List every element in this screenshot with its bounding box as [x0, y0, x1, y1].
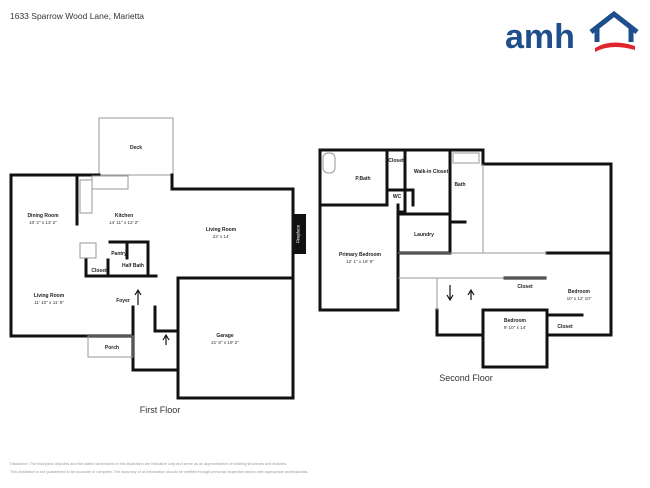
bath-tub-2	[452, 152, 480, 164]
porch-outline	[87, 335, 134, 358]
bathtub	[322, 152, 336, 174]
deck-label: Deck	[130, 145, 142, 151]
garage-label: Garage	[216, 333, 233, 339]
fireplace	[293, 214, 306, 254]
bedroom-center-dims: 9' 10" x 14'	[504, 325, 526, 330]
fireplace-label: Fireplace	[296, 224, 301, 243]
swoosh-icon	[595, 42, 635, 52]
second-floor-plan: P.Bath Closet Walk-in Closet WC Bath Lau…	[318, 148, 613, 383]
amh-logo: amh	[505, 10, 639, 54]
bath-label: Bath	[454, 182, 465, 188]
garage-dims: 21' 8" x 19' 2"	[211, 340, 239, 345]
foyer-label: Foyer	[116, 298, 130, 304]
disclaimer-line-2: This illustration is not guaranteed to b…	[10, 470, 309, 474]
stair-arrows	[134, 288, 170, 345]
pbath-label: P.Bath	[355, 176, 370, 182]
hall-outline	[398, 164, 547, 310]
property-address: 1633 Sparrow Wood Lane, Marietta	[10, 11, 145, 21]
first-floor-plan: Fireplace Deck Dining Room 10' 2" x 13' …	[9, 117, 306, 415]
logo-text: amh	[505, 18, 575, 54]
living-room-dims: 23' x 14'	[213, 234, 230, 239]
first-floor-title: First Floor	[140, 405, 181, 415]
porch-label: Porch	[105, 345, 119, 351]
laundry-label: Laundry	[414, 232, 434, 238]
front-living-room-label: Living Room	[34, 293, 65, 299]
closet-center-label: Closet	[517, 284, 533, 290]
pantry-label: Pantry	[111, 251, 127, 257]
front-living-room-dims: 11' 10" x 11' 9"	[34, 300, 64, 305]
dining-room-label: Dining Room	[27, 213, 59, 219]
kitchen-counter	[91, 175, 129, 190]
primary-bedroom-label: Primary Bedroom	[339, 252, 382, 258]
walkin-closet-label: Walk-in Closet	[414, 169, 449, 175]
deck-outline	[98, 117, 174, 176]
bedroom-right-label: Bedroom	[568, 289, 591, 295]
dining-room-dims: 10' 2" x 13' 2"	[29, 220, 57, 225]
second-floor-title: Second Floor	[439, 373, 493, 383]
living-room-label: Living Room	[206, 227, 237, 233]
half-bath-label: Half Bath	[122, 263, 144, 269]
kitchen-label: Kitchen	[115, 213, 133, 219]
first-floor-walls	[9, 173, 295, 400]
disclaimer-line-1: Disclaimer: The floorplans depicted and …	[10, 462, 288, 466]
closet-right-label: Closet	[557, 324, 573, 330]
bedroom-right-dims: 10' x 12' 10"	[567, 296, 592, 301]
stove	[79, 179, 93, 214]
wc-label: WC	[393, 194, 402, 200]
stair-arrows-2	[446, 285, 475, 302]
closet-shelf	[79, 242, 97, 259]
kitchen-dims: 14' 11" x 12' 2"	[109, 220, 139, 225]
bedroom-center-label: Bedroom	[504, 318, 527, 324]
closet-top-label: Closet	[388, 158, 404, 164]
closet-label: Closet	[91, 268, 107, 274]
primary-bedroom-dims: 12' 1" x 18' 9"	[346, 259, 374, 264]
house-icon	[589, 10, 639, 42]
